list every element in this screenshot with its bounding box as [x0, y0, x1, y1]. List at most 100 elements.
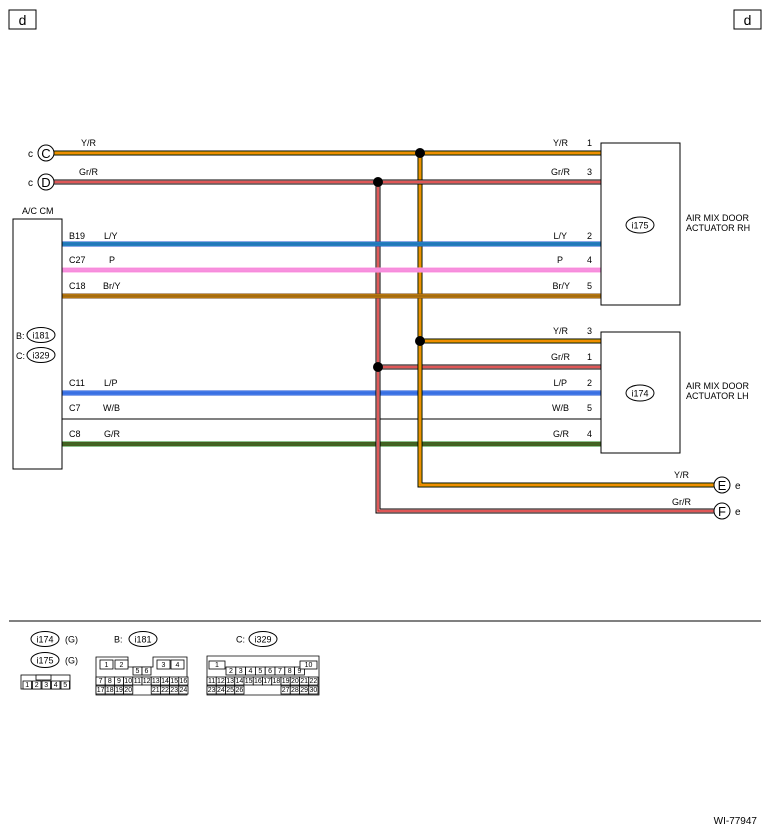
svg-text:G/R: G/R	[553, 429, 570, 439]
connector-pin-number: 8	[288, 668, 292, 675]
wire-color-label: W/B	[103, 403, 120, 413]
connector-pin-number: 24	[180, 687, 188, 694]
svg-text:Br/Y: Br/Y	[552, 281, 570, 291]
connector-pin-cell	[41, 680, 51, 690]
cm-pin-label: B19	[69, 231, 85, 241]
svg-text:D: D	[41, 175, 50, 190]
connector-pin-number: 5	[136, 668, 140, 675]
wire-grr-f	[377, 367, 714, 512]
connector-pin-cell	[156, 659, 171, 670]
svg-text:c: c	[28, 149, 33, 160]
connector-pin-number: 3	[239, 668, 243, 675]
connector-pin-cell	[308, 676, 319, 686]
actuator-lh-name-2: ACTUATOR LH	[686, 391, 749, 401]
connector-pin-number: 6	[268, 668, 272, 675]
svg-text:Gr/R: Gr/R	[672, 497, 691, 507]
connector-pin-number: 10	[305, 662, 313, 669]
actuator-lh-connector: i174	[631, 389, 648, 399]
connector-pin-cell	[60, 680, 70, 690]
connector-pin-cell	[308, 685, 319, 695]
svg-text:d: d	[19, 12, 27, 28]
connector-pin-number: 19	[115, 687, 123, 694]
connector-pin-cell	[208, 660, 226, 670]
svg-text:i174: i174	[36, 635, 53, 645]
connector-pin-cell	[294, 666, 305, 676]
connector-pin-number: 9	[298, 668, 302, 675]
connector-pin-number: 18	[272, 678, 280, 685]
connector-pin-cell	[178, 676, 189, 686]
page-mark-right: d	[733, 9, 762, 30]
connector-pin-cell	[51, 680, 61, 690]
actuator-rh-name-1: AIR MIX DOOR	[686, 213, 750, 223]
wire-color-label: Y/R	[81, 138, 97, 148]
wire-color-label: L/Y	[104, 231, 118, 241]
connector-pin-number: 6	[145, 668, 149, 675]
wire-yr-e	[419, 341, 714, 486]
svg-text:L/P: L/P	[553, 378, 567, 388]
connector-pin-cell	[114, 659, 129, 670]
page-mark-left: d	[8, 9, 37, 30]
junction-dot	[373, 362, 383, 372]
connector-pin-number: 4	[176, 662, 180, 669]
connector-pin-number: 2	[35, 682, 39, 689]
connector-pin-cell	[141, 666, 152, 676]
wires	[54, 150, 714, 514]
ref-e: E e	[713, 476, 741, 494]
connector-pin-number: 15	[170, 678, 178, 685]
connector-pin-number: 7	[99, 678, 103, 685]
wire-color-label: G/R	[104, 429, 121, 439]
ref-f: F e	[713, 502, 741, 520]
svg-text:i181: i181	[134, 635, 151, 645]
wire-color-label: Gr/R	[79, 167, 98, 177]
connector-pin-number: 14	[235, 678, 243, 685]
connector-pin-number: 25	[226, 687, 234, 694]
connector-pin-cell	[234, 685, 245, 695]
connector-pin-number: 3	[44, 682, 48, 689]
svg-text:B:: B:	[114, 635, 123, 645]
cm-pin-label: C7	[69, 403, 81, 413]
cm-pin-label: C11	[69, 378, 85, 388]
connector-pin-cell	[178, 685, 189, 695]
ac-cm-conn-b-label: B:	[16, 331, 25, 341]
connector-pin-number: 13	[226, 678, 234, 685]
junction-dot	[415, 336, 425, 346]
connector-pin-number: 16	[180, 678, 188, 685]
pin-number: 5	[587, 281, 592, 291]
connector-pin-number: 5	[63, 682, 67, 689]
connector-pin-number: 18	[106, 687, 114, 694]
connector-pin-number: 17	[263, 678, 271, 685]
pin-number: 3	[587, 167, 592, 177]
pin-number: 5	[587, 403, 592, 413]
connector-pin-cell	[99, 659, 114, 670]
svg-text:(G): (G)	[65, 656, 78, 666]
connector-pin-number: 12	[143, 678, 151, 685]
junctions	[373, 148, 425, 372]
ref-c: c C	[28, 144, 55, 162]
connector-pin-number: 5	[258, 668, 262, 675]
connector-pin-number: 20	[124, 687, 132, 694]
connector-pin-number: 8	[108, 678, 112, 685]
svg-text:Y/R: Y/R	[553, 138, 569, 148]
connector-pin-number: 9	[117, 678, 121, 685]
pin-number: 1	[587, 138, 592, 148]
connector-pin-number: 2	[229, 668, 233, 675]
junction-dot	[415, 148, 425, 158]
ac-cm-conn-c: i329	[32, 351, 49, 361]
connector-pin-number: 16	[254, 678, 262, 685]
wire-color-label: P	[109, 255, 115, 265]
svg-text:L/Y: L/Y	[553, 231, 567, 241]
svg-text:F: F	[718, 504, 726, 519]
connector-pin-cell	[123, 685, 134, 695]
connector-pin-number: 22	[309, 678, 317, 685]
cm-pin-label: C18	[69, 281, 86, 291]
svg-text:Y/R: Y/R	[553, 326, 569, 336]
connector-pin-number: 2	[120, 662, 124, 669]
svg-text:c: c	[28, 178, 33, 189]
connector-pin-number: 10	[124, 678, 132, 685]
ac-cm-conn-c-label: C:	[16, 351, 25, 361]
